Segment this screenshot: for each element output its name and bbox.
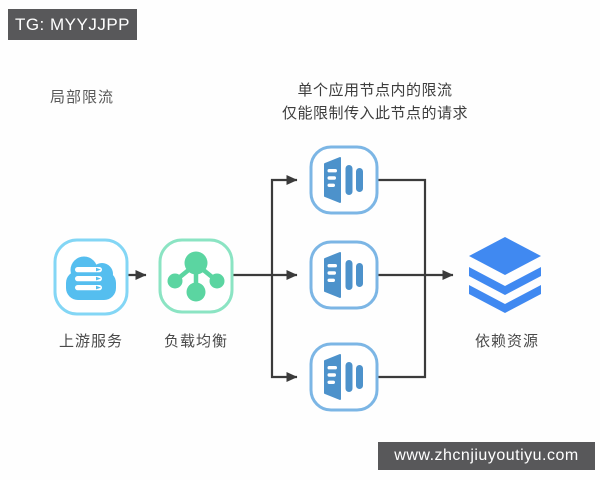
app-instance-node-1: [309, 145, 379, 215]
flow-arrows: [127, 175, 454, 382]
merge-line-nodes: [377, 178, 427, 379]
website-watermark-badge: www.zhcnjiuyoutiyu.com: [378, 442, 595, 470]
note-line-1: 单个应用节点内的限流: [297, 82, 453, 99]
load-balancer-node: [158, 238, 234, 314]
arrow-lb-to-node3: [270, 275, 298, 382]
section-label: 局部限流: [50, 89, 115, 106]
telegram-watermark-badge: TG: MYYJJPP: [8, 9, 137, 40]
arrow-lb-to-node1: [270, 175, 298, 275]
load-balancer-label: 负载均衡: [163, 333, 228, 350]
upstream-service-node: [53, 238, 129, 316]
layers-stack-icon: [469, 237, 541, 313]
app-instance-node-2: [309, 240, 379, 310]
network-hub-icon: [167, 251, 225, 302]
upstream-service-label: 上游服务: [58, 333, 123, 350]
dependency-resource-label: 依赖资源: [474, 333, 539, 350]
node-limit-note: 单个应用节点内的限流 仅能限制传入此节点的请求: [255, 79, 495, 125]
cloud-servers-icon: [66, 256, 116, 300]
note-line-2: 仅能限制传入此节点的请求: [281, 105, 468, 122]
app-instance-node-3: [309, 342, 379, 412]
